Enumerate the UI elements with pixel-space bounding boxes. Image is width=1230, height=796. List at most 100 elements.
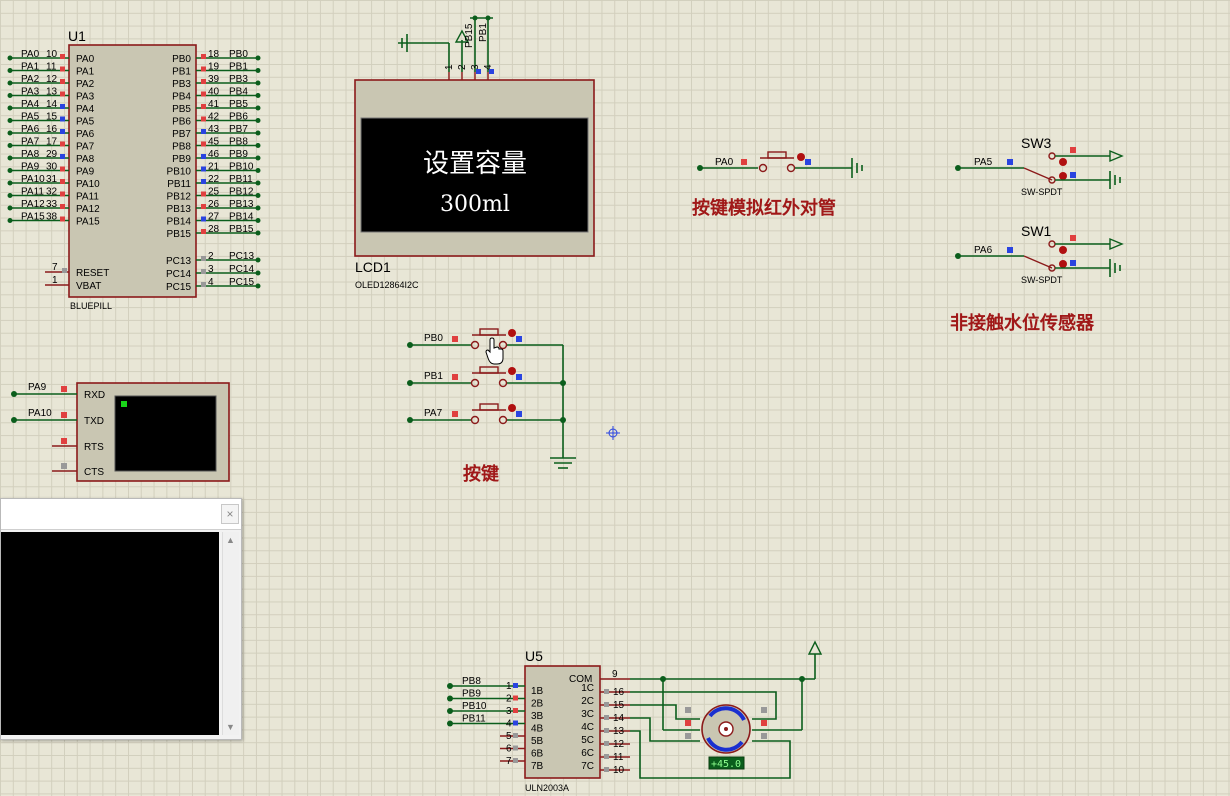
terminal-title-bar[interactable]: × bbox=[1, 499, 241, 530]
u5-input-net: PB11 bbox=[462, 714, 486, 725]
u1-right-pin-node bbox=[255, 130, 261, 136]
u1-left-name: PA2 bbox=[76, 79, 95, 90]
u1-left-net: PA1 bbox=[21, 62, 40, 73]
u1-pc-pin-node bbox=[255, 270, 261, 276]
u1-left-name: PA4 bbox=[76, 104, 95, 115]
u5-output-num: 12 bbox=[613, 739, 625, 750]
u1-right-name: PB9 bbox=[172, 154, 191, 165]
u1-left-net: PA11 bbox=[21, 187, 44, 198]
u1-left-name: PA1 bbox=[76, 67, 95, 78]
pushbutton-pb0[interactable] bbox=[479, 328, 499, 336]
sw3-net: PA5 bbox=[974, 157, 993, 168]
u5-input-name: 6B bbox=[531, 749, 544, 760]
u1-right-name: PB10 bbox=[167, 167, 192, 178]
scroll-down-icon[interactable]: ▼ bbox=[226, 722, 235, 732]
scroll-up-icon[interactable]: ▲ bbox=[226, 535, 235, 545]
u1-right-net: PB4 bbox=[229, 87, 248, 98]
u1-right-net: PB9 bbox=[229, 149, 248, 160]
lcd-net-pb15: PB15 bbox=[464, 23, 475, 48]
pushbutton-pb1[interactable] bbox=[479, 366, 499, 374]
u1-right-net: PB0 bbox=[229, 49, 248, 60]
u5-input-net: PB10 bbox=[462, 701, 487, 712]
u1-pc-num: 3 bbox=[208, 264, 214, 275]
u1-right-name: PB15 bbox=[167, 229, 192, 240]
stepper-motor[interactable]: +45.0 bbox=[685, 704, 767, 770]
lcd1-oled[interactable]: PB15 PB1 1GND2VCC3SCL4SDA 设置容量 300ml LCD… bbox=[354, 15, 595, 291]
motor-angle: +45.0 bbox=[711, 759, 741, 770]
sw3-ref: SW3 bbox=[1021, 135, 1052, 151]
u5-output-num: 15 bbox=[613, 700, 625, 711]
pushbutton-pa7[interactable] bbox=[479, 403, 499, 411]
u1-pc-pin-node bbox=[255, 257, 261, 263]
u1-left-name: PA10 bbox=[76, 179, 100, 190]
sw1-switch[interactable]: SW1 PA6 SW-SPDT bbox=[955, 223, 1124, 285]
u1-left-net: PA2 bbox=[21, 74, 40, 85]
u1-left-num: 11 bbox=[46, 62, 57, 73]
sensor-caption: 非接触水位传感器 bbox=[950, 312, 1095, 334]
terminal-scrollbar[interactable]: ▲ ▼ bbox=[222, 532, 239, 735]
u1-right-num: 40 bbox=[208, 87, 220, 98]
u5-output-name: 7C bbox=[581, 761, 594, 772]
u1-left-name: PA15 bbox=[76, 217, 100, 228]
lcd-part: OLED12864I2C bbox=[355, 280, 419, 290]
ir-simulator-button[interactable]: PA0 按键模拟红外对管 bbox=[692, 151, 863, 219]
u1-left-name: PA9 bbox=[76, 167, 95, 178]
u1-left-num: 15 bbox=[46, 112, 58, 123]
terminal-screen[interactable] bbox=[1, 532, 219, 735]
u1-right-pin-node bbox=[255, 218, 261, 223]
u1-right-pin-node bbox=[255, 180, 261, 186]
u1-right-pin-node bbox=[255, 55, 261, 61]
u5-input-num: 3 bbox=[506, 706, 512, 717]
u1-right-num: 45 bbox=[208, 137, 220, 148]
u1-reset-num: 7 bbox=[52, 262, 58, 273]
u1-left-net: PA8 bbox=[21, 149, 40, 160]
vterm-pin-name: RTS bbox=[84, 442, 104, 453]
u1-left-num: 31 bbox=[46, 174, 58, 185]
u1-right-name: PB7 bbox=[172, 129, 191, 140]
u5-input-net: PB8 bbox=[462, 676, 481, 687]
u1-left-name: PA8 bbox=[76, 154, 95, 165]
u1-right-pin-node bbox=[255, 193, 261, 198]
ir-net: PA0 bbox=[715, 157, 734, 168]
terminal-window[interactable]: × ▲ ▼ bbox=[0, 498, 242, 740]
u5-output-num: 10 bbox=[613, 765, 625, 776]
u1-right-num: 28 bbox=[208, 224, 220, 235]
u1-reset-name: RESET bbox=[76, 268, 109, 279]
u5-input-name: 3B bbox=[531, 711, 544, 722]
u1-pc-name: PC14 bbox=[166, 269, 191, 280]
close-icon[interactable]: × bbox=[221, 504, 239, 524]
u1-right-net: PB5 bbox=[229, 99, 248, 110]
u1-left-num: 32 bbox=[46, 187, 58, 198]
u1-right-num: 43 bbox=[208, 124, 220, 135]
u1-right-net: PB14 bbox=[229, 212, 254, 223]
sw3-switch[interactable]: SW3 PA5 SW-SPDT bbox=[955, 135, 1124, 197]
u5-body[interactable] bbox=[524, 665, 601, 779]
u1-left-name: PA11 bbox=[76, 192, 99, 203]
u1-left-num: 38 bbox=[46, 212, 58, 223]
oled-line1: 设置容量 bbox=[423, 149, 527, 179]
u1-left-num: 13 bbox=[46, 87, 58, 98]
u5-output-name: 6C bbox=[581, 748, 594, 759]
u5-output-name: 1C bbox=[581, 683, 594, 694]
u5-ref: U5 bbox=[525, 648, 543, 664]
u1-right-name: PB13 bbox=[167, 204, 192, 215]
u1-left-name: PA3 bbox=[76, 92, 95, 103]
oled-line2: 300ml bbox=[440, 192, 510, 217]
vterm-pin-name: CTS bbox=[84, 467, 104, 478]
u1-right-num: 41 bbox=[208, 99, 220, 110]
vterm-pin-name: RXD bbox=[84, 390, 105, 401]
u1-left-net: PA15 bbox=[21, 212, 45, 223]
u1-right-net: PB1 bbox=[229, 62, 248, 73]
u1-vbat-num: 1 bbox=[52, 275, 58, 286]
u1-left-name: PA6 bbox=[76, 129, 95, 140]
u1-right-pin-node bbox=[255, 105, 261, 111]
u1-pc-net: PC13 bbox=[229, 251, 254, 262]
u5-input-num: 7 bbox=[506, 756, 512, 767]
